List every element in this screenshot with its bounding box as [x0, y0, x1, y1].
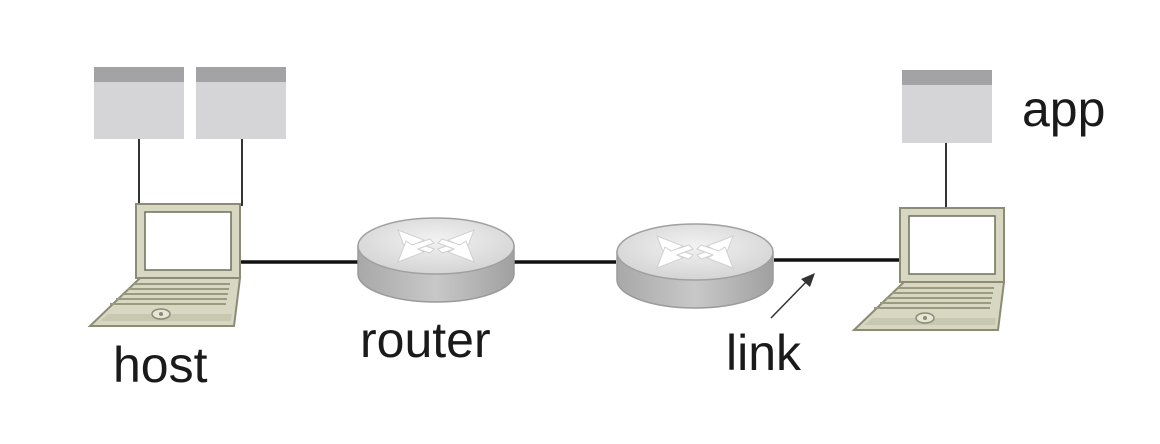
host-laptop-right-icon — [853, 207, 1005, 331]
host-laptop-left-icon — [89, 203, 241, 327]
router-2-icon — [616, 223, 774, 309]
app-window-2 — [196, 67, 286, 139]
link-pointer-arrow — [770, 273, 815, 319]
app-connectors — [138, 139, 947, 208]
app-window-1 — [94, 67, 184, 139]
router-1-icon — [357, 217, 515, 303]
app-label: app — [1022, 81, 1106, 137]
router-label: router — [360, 312, 491, 368]
host-label: host — [113, 337, 208, 393]
link-lines — [240, 258, 900, 264]
link-label: link — [726, 325, 802, 381]
app-window-3 — [902, 70, 992, 143]
